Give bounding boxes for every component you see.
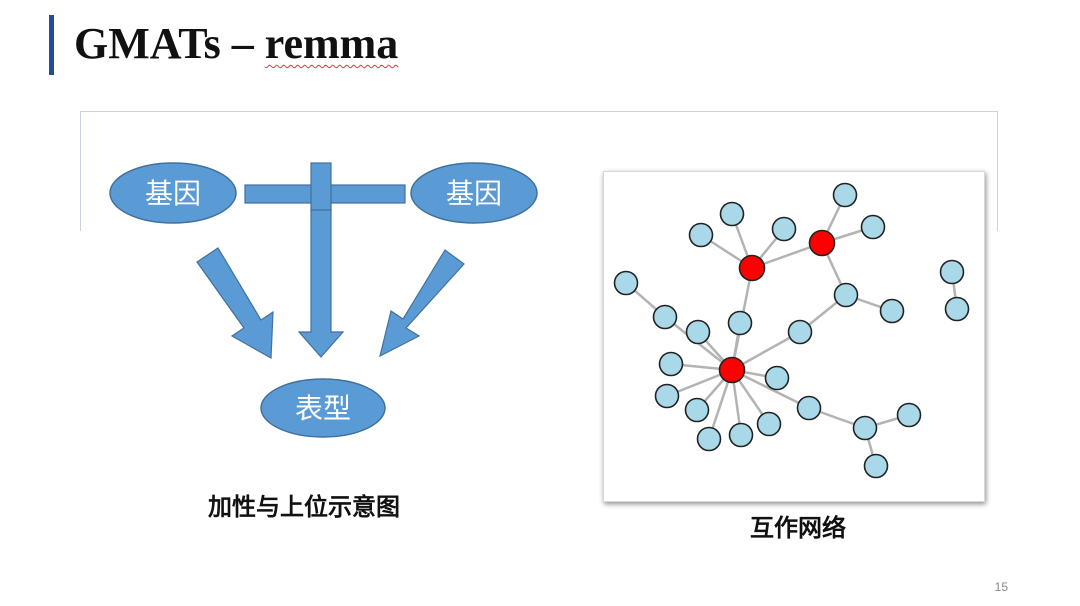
node: [658, 351, 684, 377]
gene-right-label: 基因: [446, 177, 502, 210]
edge: [731, 368, 810, 410]
page-number: 15: [994, 580, 1008, 594]
title-main: GMATs –: [74, 19, 265, 68]
network-nodes: [613, 182, 970, 479]
network-caption: 互作网络: [750, 515, 846, 542]
additive-diagram: 基因 基因 表型: [109, 162, 538, 438]
title-tool-name: remma: [264, 19, 399, 68]
node: [787, 319, 813, 345]
slide-title: GMATs – remma: [74, 14, 398, 74]
node: [939, 259, 965, 285]
phenotype-ellipse: [260, 378, 386, 438]
node: [896, 402, 922, 428]
hub-node: [738, 254, 766, 282]
node: [613, 270, 639, 296]
node: [764, 365, 790, 391]
node: [652, 304, 678, 330]
node: [684, 397, 710, 423]
title-accent-bar: [49, 15, 54, 75]
node: [860, 214, 886, 240]
additive-diagram-caption: 加性与上位示意图: [208, 494, 400, 521]
node: [728, 422, 754, 448]
node: [852, 415, 878, 441]
node: [944, 296, 970, 322]
right-arrow: [379, 249, 465, 358]
node: [832, 182, 858, 208]
node: [756, 411, 782, 437]
node: [696, 426, 722, 452]
node: [796, 395, 822, 421]
node: [833, 282, 859, 308]
node: [685, 319, 711, 345]
node: [688, 222, 714, 248]
center-arrow: [297, 209, 345, 358]
interaction-network: [613, 182, 970, 479]
node: [727, 310, 753, 336]
network-hubs: [718, 229, 836, 384]
gene-left-label: 基因: [145, 177, 201, 210]
hub-node: [718, 356, 746, 384]
node: [879, 298, 905, 324]
node: [771, 216, 797, 242]
gene-left-ellipse: [109, 162, 237, 224]
gene-right-ellipse: [410, 162, 538, 224]
node: [719, 201, 745, 227]
node: [654, 383, 680, 409]
phenotype-label: 表型: [295, 392, 351, 425]
node: [863, 453, 889, 479]
vertical-bar: [310, 162, 332, 212]
left-arrow: [196, 247, 274, 360]
hub-node: [808, 229, 836, 257]
